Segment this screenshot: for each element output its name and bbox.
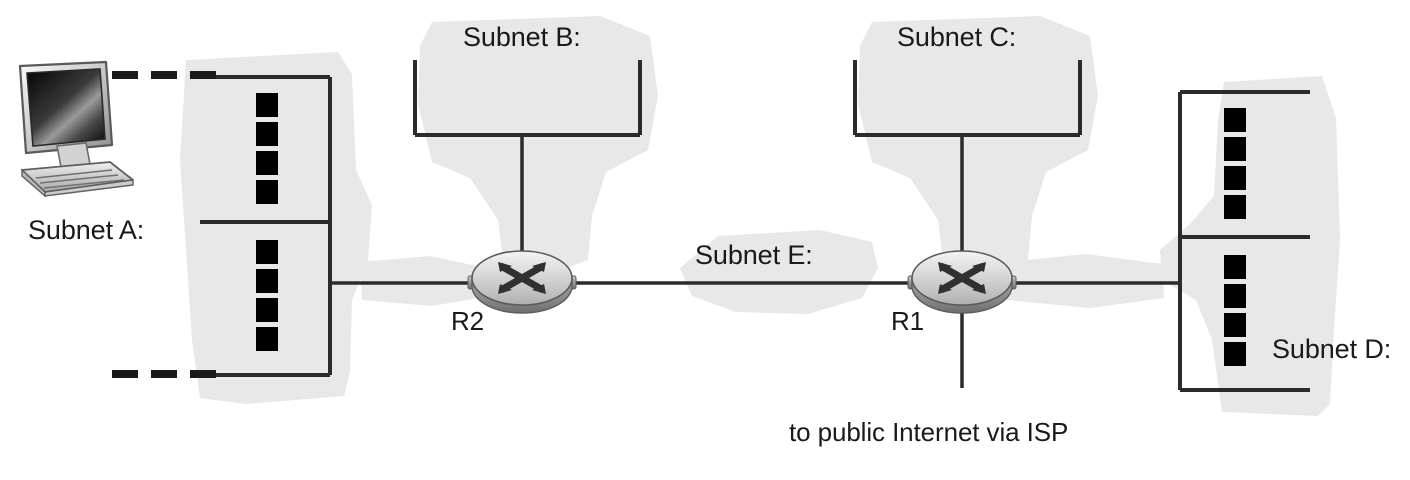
subnet-d-upper-ports	[1224, 108, 1246, 219]
subnet-c-box	[853, 60, 1082, 137]
subnet-d-rack	[1178, 90, 1310, 392]
subnet-b-blob	[418, 16, 658, 272]
router-r2-icon	[467, 250, 577, 314]
r1-right-blob	[1006, 254, 1164, 308]
subnet-c-label: Subnet C:	[897, 22, 1017, 52]
subnet-a-upper-ports	[256, 93, 278, 204]
subnet-d-label: Subnet D:	[1272, 334, 1392, 364]
subnet-a-rack	[200, 75, 332, 377]
subnet-c-blob	[858, 16, 1098, 272]
subnet-b-box	[413, 60, 642, 137]
subnet-e-blob	[680, 230, 878, 314]
r2-crossed-arrows-icon	[499, 262, 545, 294]
subnet-a-blob	[180, 52, 372, 404]
router-r1-label: R1	[891, 306, 925, 336]
subnet-b-label: Subnet B:	[463, 22, 581, 52]
subnet-e-label: Subnet E:	[695, 240, 813, 270]
r1-crossed-arrows-icon	[939, 262, 985, 294]
desktop-computer-icon	[18, 60, 134, 198]
router-r2-label: R2	[451, 306, 485, 336]
isp-note-label: to public Internet via ISP	[789, 417, 1069, 447]
r2-left-blob	[360, 256, 490, 306]
subnet-a-label: Subnet A:	[28, 215, 145, 245]
subnet-a-lower-ports	[256, 240, 278, 351]
router-r1-icon	[907, 250, 1017, 314]
subnet-d-lower-ports	[1224, 255, 1246, 366]
subnet-d-blob	[1160, 76, 1340, 416]
